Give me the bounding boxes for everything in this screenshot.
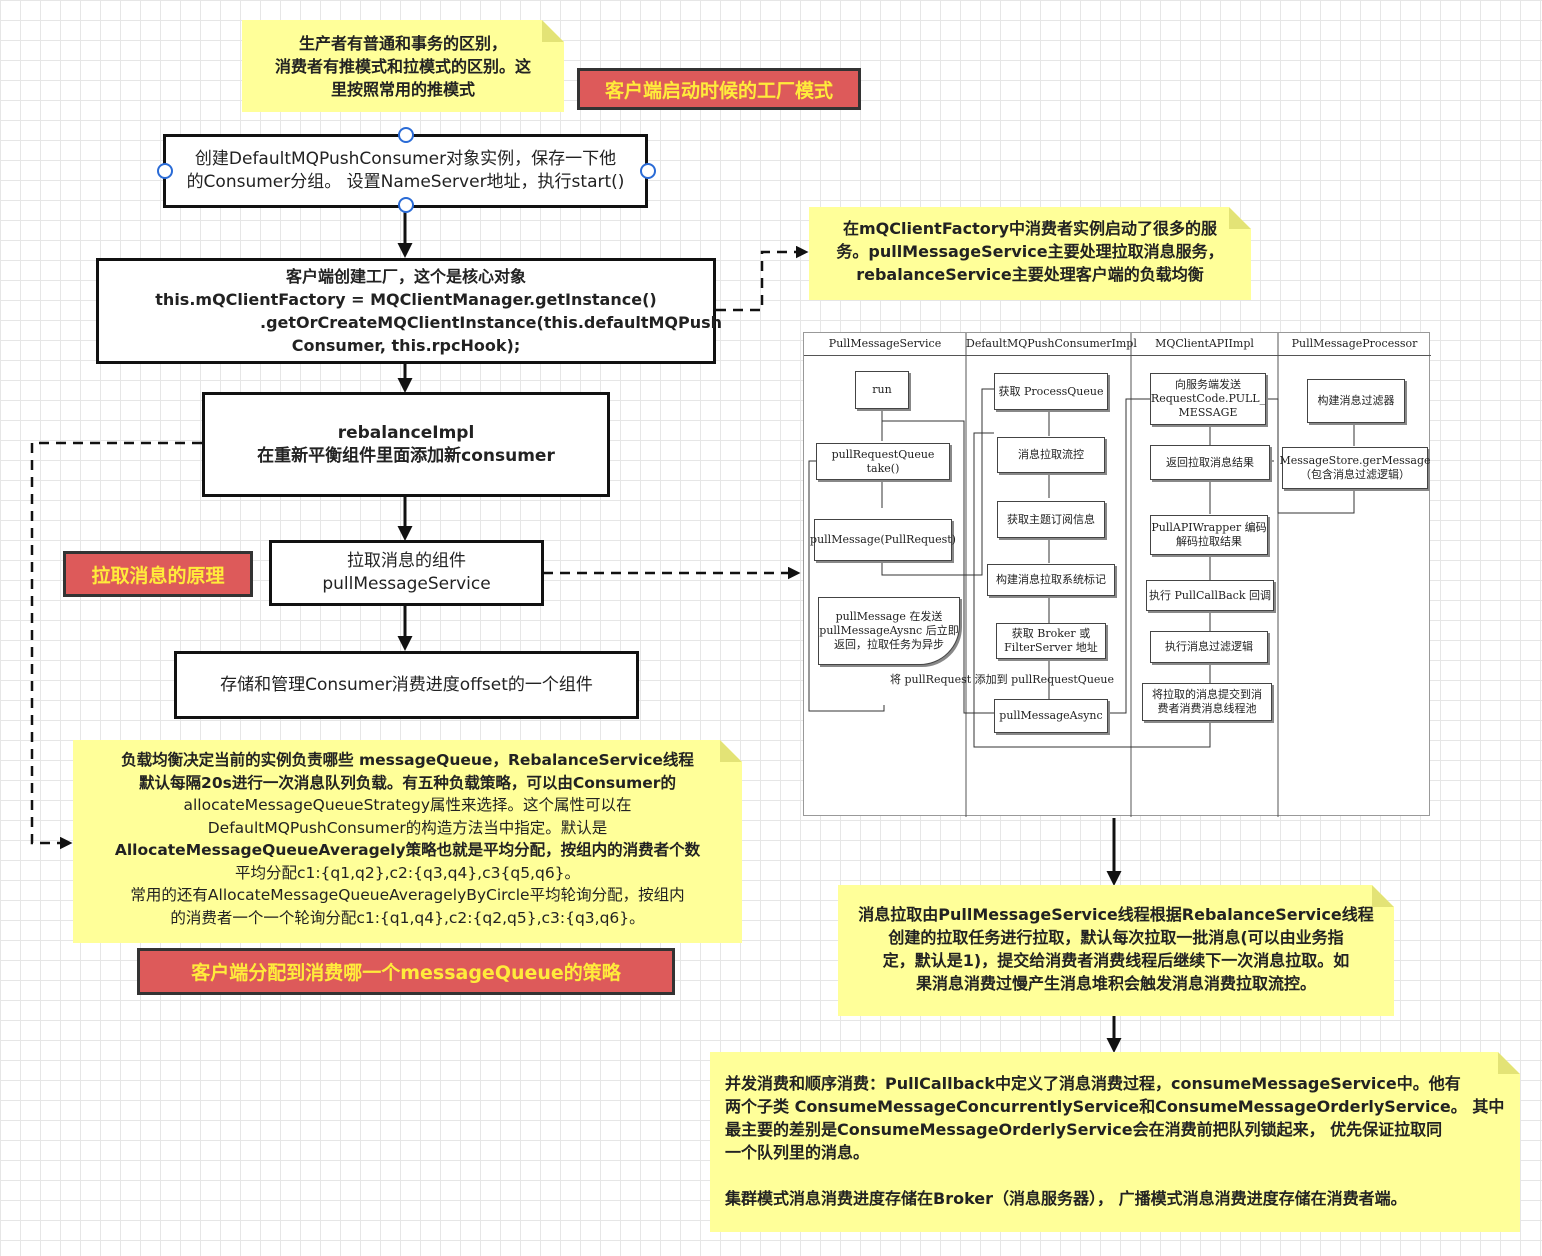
step-line: RequestCode.PULL_ (1150, 392, 1266, 405)
box-line: 拉取消息的组件 (347, 551, 466, 571)
note-line: rebalanceService主要处理客户端的负载均衡 (856, 265, 1204, 284)
box-line: 的Consumer分组。 设置NameServer地址，执行start() (186, 172, 625, 192)
pull-callback-step: 执行 PullCallBack 回调 (1146, 580, 1274, 611)
dashed-arrow-factory-to-note (716, 245, 809, 312)
pull-message-service-box[interactable]: 拉取消息的组件 pullMessageService (269, 540, 544, 606)
note-line: allocateMessageQueueStrategy属性来选择。这个属性可以… (183, 796, 632, 814)
connection-handle-top[interactable] (398, 127, 414, 143)
filter-logic-step: 执行消息过滤逻辑 (1150, 631, 1268, 663)
box-line: .getOrCreateMQClientInstance(this.defaul… (259, 313, 723, 332)
doc-line: pullMessageAysnc 后立即 (819, 624, 959, 637)
box-line: pullMessageService (322, 574, 491, 594)
note-line: 生产者有普通和事务的区别， (298, 34, 507, 53)
send-request-step: 向服务端发送 RequestCode.PULL_ MESSAGE (1150, 373, 1266, 425)
note-line: 负载均衡决定当前的实例负责哪些 messageQueue，RebalanceSe… (121, 751, 694, 769)
box-line: this.mQClientFactory = MQClientManager.g… (155, 290, 657, 309)
submit-to-pool-step: 将拉取的消息提交到消 费者消费消息线程池 (1142, 683, 1272, 721)
step-line: 解码拉取结果 (1176, 535, 1242, 548)
consume-service-note: 并发消费和顺序消费：PullCallback中定义了消息消费过程，consume… (710, 1052, 1520, 1232)
flow-control-step: 消息拉取流控 (997, 437, 1105, 473)
connection-handle-right[interactable] (640, 163, 656, 179)
note-line: 果消息消费过慢产生消息堆积会触发消息消费拉取流控。 (915, 974, 1316, 993)
step-line: PullAPIWrapper 编码 (1151, 521, 1267, 534)
rebalance-box[interactable]: rebalanceImpl 在重新平衡组件里面添加新consumer (202, 392, 610, 497)
note-line: 一个队列里的消息。 (725, 1143, 870, 1162)
doc-line: pullMessage 在发送 (835, 610, 943, 623)
note-line: 两个子类 ConsumeMessageConcurrentlyService和C… (725, 1097, 1505, 1116)
box-line: rebalanceImpl (337, 422, 475, 443)
get-broker-step: 获取 Broker 或 FilterServer 地址 (996, 623, 1106, 659)
box-line: 客户端创建工厂，这个是核心对象 (285, 267, 526, 286)
rebalance-strategy-note: 负载均衡决定当前的实例负责哪些 messageQueue，RebalanceSe… (73, 740, 742, 943)
note-line: AllocateMessageQueueAveragely策略也就是平均分配，按… (114, 841, 701, 859)
wrapper-decode-step: PullAPIWrapper 编码 解码拉取结果 (1150, 515, 1268, 555)
run-step: run (855, 371, 909, 409)
note-line (725, 1164, 1506, 1187)
note-line: 并发消费和顺序消费：PullCallback中定义了消息消费过程，consume… (725, 1074, 1461, 1093)
pull-flow-picture: PullMessageService DefaultMQPushConsumer… (803, 332, 1431, 817)
step-line: FilterServer 地址 (1004, 641, 1098, 654)
step-line: 向服务端发送 (1175, 378, 1241, 391)
note-line: 集群模式消息消费进度存储在Broker（消息服务器）， 广播模式消息消费进度存储… (725, 1189, 1407, 1208)
async-doc-step: pullMessage 在发送 pullMessageAysnc 后立即 返回，… (818, 597, 960, 665)
factory-mode-label: 客户端启动时候的工厂模式 (577, 68, 861, 110)
client-factory-box[interactable]: 客户端创建工厂，这个是核心对象 this.mQClientFactory = M… (96, 258, 722, 364)
push-mode-note: 生产者有普通和事务的区别， 消费者有推模式和拉模式的区别。这 里按照常用的推模式 (242, 20, 564, 112)
queue-take-step: pullRequestQueue take() (816, 443, 950, 480)
note-line: 消费者有推模式和拉模式的区别。这 (274, 57, 531, 76)
doc-line: 返回，拉取任务为异步 (834, 638, 944, 651)
picture-lane-lines (808, 333, 1355, 817)
note-line: 最主要的差别是ConsumeMessageOrderlyService会在消费前… (725, 1120, 1443, 1139)
get-subscription-step: 获取主题订阅信息 (997, 501, 1105, 538)
get-process-queue-step: 获取 ProcessQueue (994, 373, 1108, 410)
step-line: 将拉取的消息提交到消 (1152, 688, 1262, 701)
step-line: 费者消费消息线程池 (1157, 702, 1257, 715)
note-line: 默认每隔20s进行一次消息队列负载。有五种负载策略，可以由Consumer的 (139, 773, 676, 792)
allocate-strategy-label: 客户端分配到消费哪一个messageQueue的策略 (137, 948, 675, 995)
connection-handle-bottom[interactable] (398, 197, 414, 213)
step-line: （包含消息过滤逻辑） (1300, 468, 1410, 481)
return-result-step: 返回拉取消息结果 (1150, 445, 1270, 480)
offset-store-box[interactable]: 存储和管理Consumer消费进度offset的一个组件 (174, 651, 639, 719)
step-line: MessageStore.gerMessage (1279, 454, 1431, 467)
note-line: 常用的还有AllocateMessageQueueAveragelyByCirc… (130, 886, 685, 904)
note-line: 创建的拉取任务进行拉取，默认每次拉取一批消息(可以由业务指 (888, 928, 1344, 947)
note-line: 消息拉取由PullMessageService线程根据RebalanceServ… (858, 905, 1374, 924)
note-line: 定，默认是1)，提交给消费者消费线程后继续下一次消息拉取。如 (882, 951, 1350, 970)
note-line: 平均分配c1:{q1,q2},c2:{q3,q4},c3{q5,q6}。 (234, 863, 581, 882)
pull-principle-label: 拉取消息的原理 (63, 551, 253, 597)
pull-message-async-step: pullMessageAsync (994, 699, 1108, 733)
pull-process-note: 消息拉取由PullMessageService线程根据RebalanceServ… (838, 885, 1394, 1016)
lane-title: PullMessageProcessor (1278, 333, 1431, 356)
build-filter-step: 构建消息过滤器 (1307, 379, 1405, 423)
note-line: 务。pullMessageService主要处理拉取消息服务， (836, 242, 1224, 261)
build-flag-step: 构建消息拉取系统标记 (987, 564, 1115, 596)
message-store-step: MessageStore.gerMessage （包含消息过滤逻辑） (1279, 447, 1431, 489)
add-request-note: 将 pullRequest 添加到 pullRequestQueue (890, 673, 1115, 686)
step-line: 获取 Broker 或 (1011, 627, 1091, 640)
step-line: MESSAGE (1178, 406, 1238, 419)
box-line: Consumer, this.rpcHook); (291, 336, 521, 355)
note-line: 的消费者一个一个轮询分配c1:{q1,q4},c2:{q2,q5},c3:{q3… (170, 908, 645, 927)
box-line: 在重新平衡组件里面添加新consumer (257, 445, 555, 466)
connection-handle-left[interactable] (157, 163, 173, 179)
lane-title: PullMessageService (804, 333, 966, 356)
pull-message-step: pullMessage(PullRequest) (810, 519, 956, 561)
note-line: 在mQClientFactory中消费者实例启动了很多的服 (842, 219, 1218, 238)
dashed-arrow-rebalance-to-note (30, 441, 202, 850)
lane-title: DefaultMQPushConsumerImpl (966, 333, 1137, 356)
lane-title: MQClientAPIImpl (1131, 333, 1278, 356)
client-factory-note: 在mQClientFactory中消费者实例启动了很多的服 务。pullMess… (809, 207, 1251, 300)
box-line: 创建DefaultMQPushConsumer对象实例，保存一下他 (194, 149, 617, 169)
note-line: 里按照常用的推模式 (330, 80, 475, 99)
note-line: DefaultMQPushConsumer的构造方法当中指定。默认是 (207, 818, 608, 837)
